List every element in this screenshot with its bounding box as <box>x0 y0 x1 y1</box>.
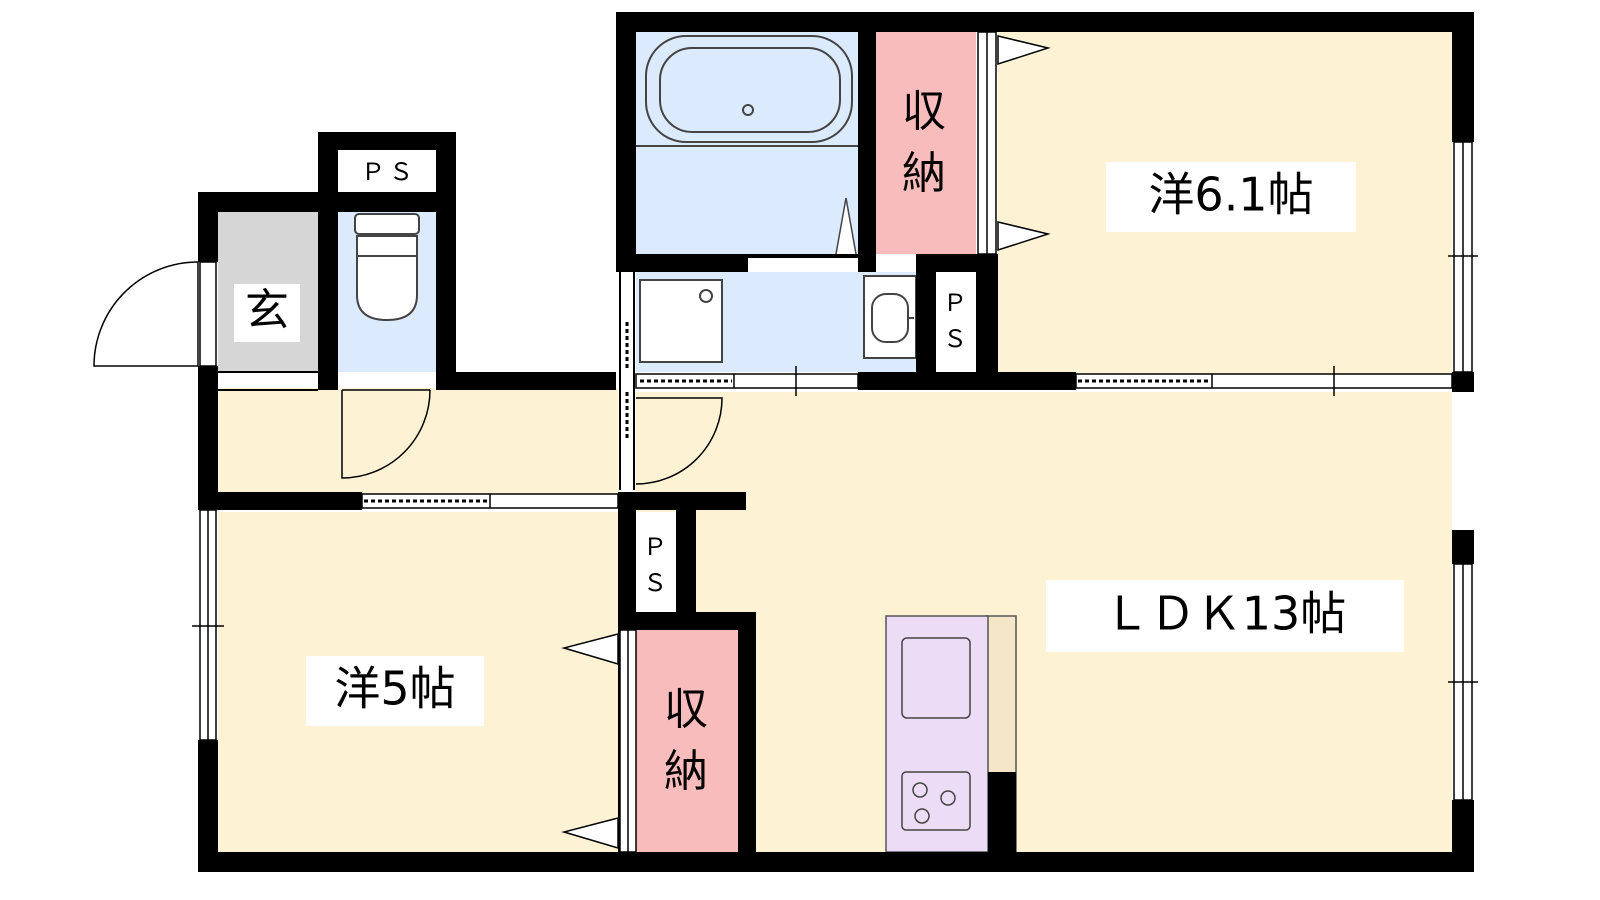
thin-walls <box>218 272 635 490</box>
walls <box>198 12 1474 872</box>
entrance-label: 玄 <box>245 285 289 336</box>
room-western-5-label: 洋5帖 <box>334 662 455 716</box>
washing-machine-icon <box>639 279 723 363</box>
storage-top-label-line2: 納 <box>902 148 946 199</box>
sliding-door-dashes <box>364 322 1210 503</box>
storage-bottom-label-line1: 収 <box>664 684 708 735</box>
hallway-floor <box>218 388 618 494</box>
bath-door-triangle <box>835 197 857 255</box>
storage-bottom-label-line2: 納 <box>664 746 708 797</box>
stove-icon <box>901 771 971 831</box>
ps-toilet-label: ＰＳ <box>361 158 417 186</box>
windows <box>192 141 1478 801</box>
toilet-icon <box>354 213 420 322</box>
bathroom-floor <box>636 32 858 256</box>
bathtub-icon <box>636 35 858 147</box>
sink-icon <box>901 637 971 719</box>
washbasin-icon <box>863 275 917 359</box>
entrance-label-bg <box>234 284 300 342</box>
room-western-6-label: 洋6.1帖 <box>1148 168 1313 222</box>
kitchen-wall-stub <box>988 772 1016 852</box>
ps-wash-label-line1: Ｐ <box>943 289 971 317</box>
swing-doors <box>93 261 723 485</box>
sliding-doors <box>361 31 1453 853</box>
ps-wash-label-line2: Ｓ <box>943 325 971 353</box>
ps-toilet-box <box>338 150 436 192</box>
room-ldk-label: ＬＤＫ13帖 <box>1104 587 1347 641</box>
western-6-label-bg <box>1106 162 1356 232</box>
storage-top-floor <box>876 32 976 254</box>
ldk-label-bg <box>1046 580 1404 652</box>
ps-ldk-box <box>636 512 676 612</box>
ps-wash-box <box>936 272 976 372</box>
ps-ldk-label-line1: Ｐ <box>643 533 671 561</box>
storage-top-label-line1: 収 <box>902 86 946 137</box>
western-5-label-bg <box>306 656 484 726</box>
ps-ldk-label-line2: Ｓ <box>643 569 671 597</box>
kitchen-counter <box>885 615 989 853</box>
storage-bottom-floor <box>636 630 738 852</box>
closet-door-markers <box>561 35 1051 850</box>
